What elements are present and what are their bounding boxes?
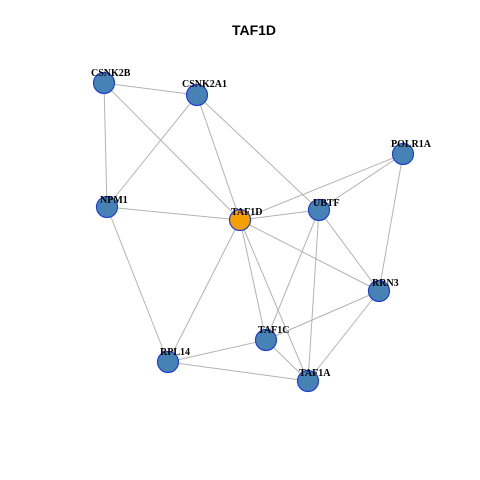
node-label-rpl14: RPL14	[160, 347, 190, 358]
node-rrn3	[367, 279, 391, 303]
edge-taf1d-taf1a	[239, 219, 309, 382]
node-label-taf1a: TAF1A	[299, 368, 331, 379]
node-label-ubtf: UBTF	[313, 198, 340, 209]
edge-taf1c-rpl14	[167, 339, 267, 363]
edge-csnk2b-csnk2a1	[103, 82, 198, 96]
edge-ubtf-taf1a	[307, 209, 320, 382]
edge-npm1-rpl14	[106, 206, 169, 363]
node-taf1a	[296, 369, 320, 393]
edge-csnk2a1-ubtf	[196, 94, 320, 211]
node-label-csnk2b: CSNK2B	[91, 68, 131, 79]
node-rpl14	[156, 350, 180, 374]
node-label-taf1c: TAF1C	[258, 325, 289, 336]
node-polr1a	[391, 142, 415, 166]
edge-csnk2b-npm1	[103, 82, 108, 208]
edge-csnk2b-taf1d	[103, 82, 241, 221]
edge-taf1d-taf1c	[239, 219, 267, 341]
node-ubtf	[307, 198, 331, 222]
edge-polr1a-taf1d	[239, 153, 404, 221]
edge-ubtf-taf1c	[265, 209, 320, 341]
edge-csnk2a1-npm1	[106, 94, 198, 208]
node-label-npm1: NPM1	[100, 195, 128, 206]
edge-npm1-taf1d	[106, 206, 241, 221]
edge-polr1a-rrn3	[378, 153, 404, 292]
node-taf1c	[254, 328, 278, 352]
edge-taf1d-rpl14	[167, 219, 241, 363]
edge-rrn3-taf1c	[265, 290, 380, 341]
node-label-polr1a: POLR1A	[391, 139, 432, 150]
node-label-csnk2a1: CSNK2A1	[182, 79, 227, 90]
edge-ubtf-rrn3	[318, 209, 380, 292]
node-taf1d	[228, 208, 252, 232]
edge-layer	[103, 82, 404, 382]
diagram-title: TAF1D	[232, 22, 276, 38]
node-label-taf1d: TAF1D	[231, 207, 262, 218]
node-csnk2b	[92, 71, 116, 95]
edge-polr1a-ubtf	[318, 153, 404, 211]
node-csnk2a1	[185, 83, 209, 107]
node-npm1	[95, 195, 119, 219]
edge-rpl14-taf1a	[167, 361, 309, 382]
edge-rrn3-taf1a	[307, 290, 380, 382]
node-layer	[92, 71, 415, 393]
edge-taf1d-rrn3	[239, 219, 380, 292]
node-label-rrn3: RRN3	[372, 278, 399, 289]
edge-csnk2a1-taf1d	[196, 94, 241, 221]
edge-taf1d-ubtf	[239, 209, 320, 221]
